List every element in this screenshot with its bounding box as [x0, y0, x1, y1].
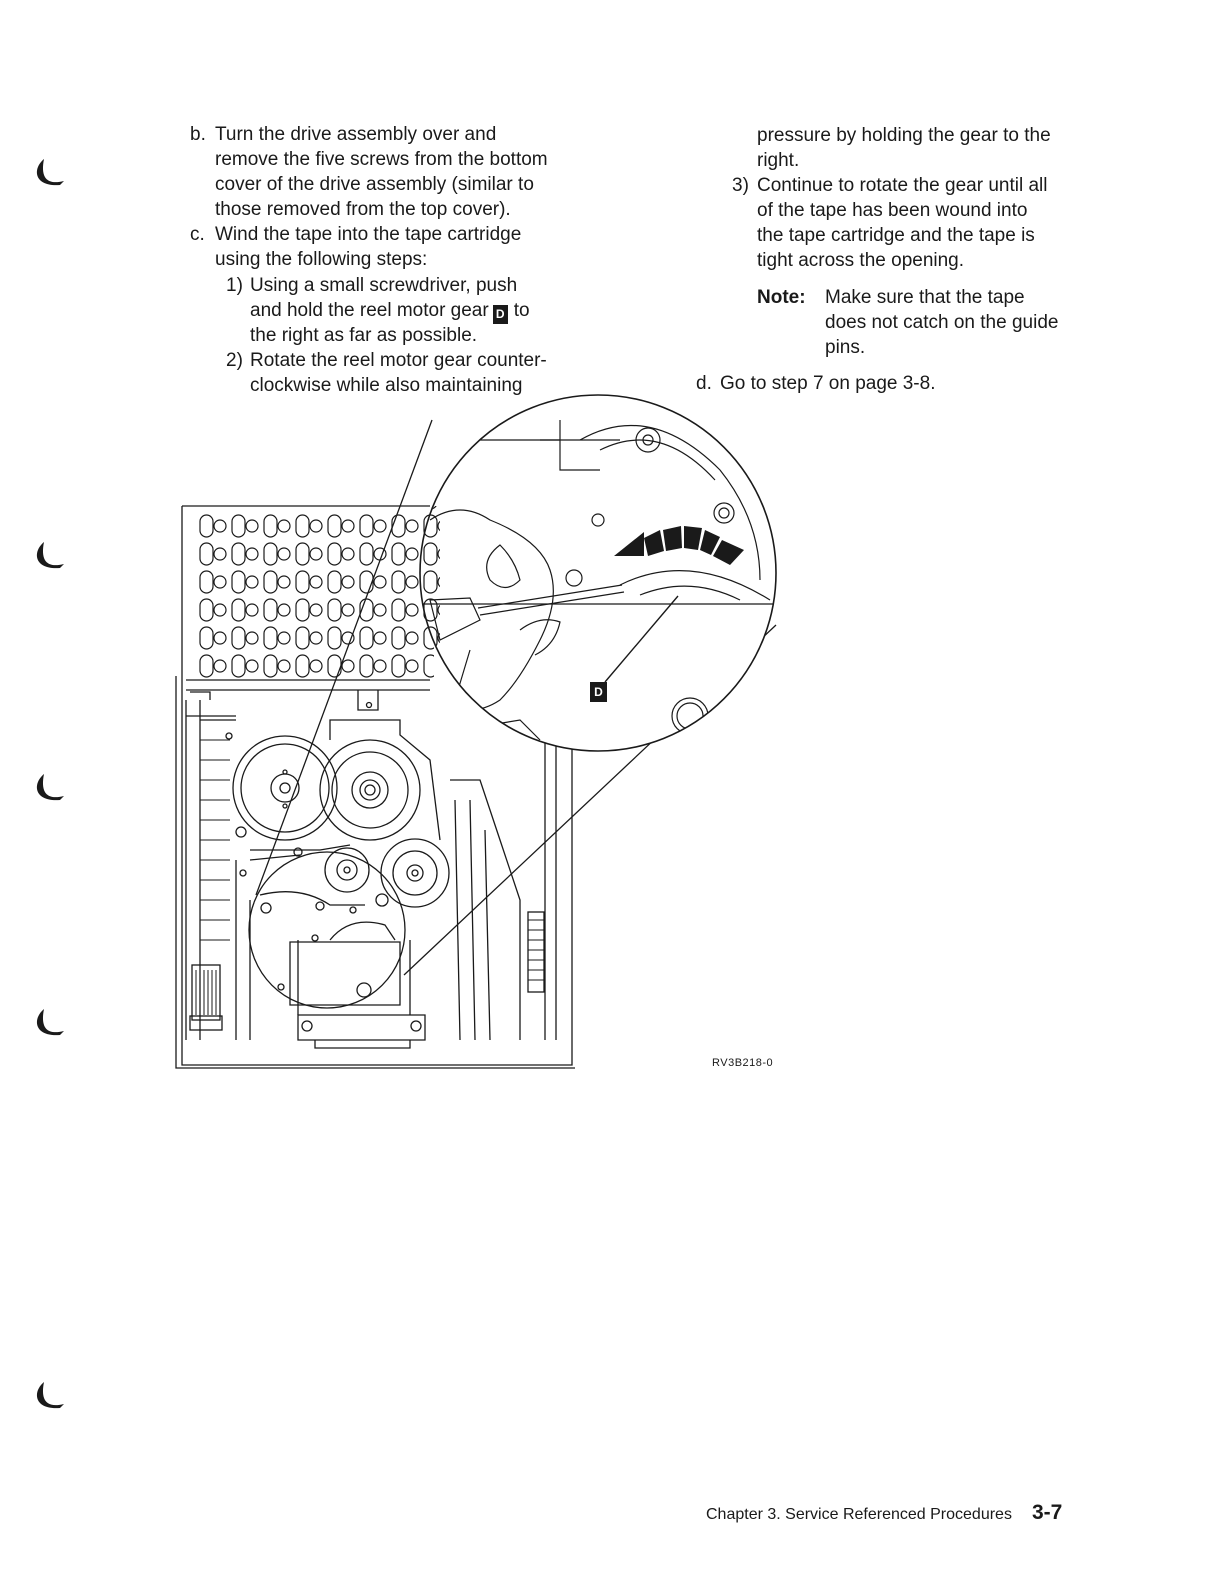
step-text: those removed from the top cover). — [215, 199, 511, 220]
substep-text: the right as far as possible. — [250, 325, 478, 346]
page-number: 3-7 — [1031, 1501, 1063, 1524]
substep-text: Using a small screwdriver, push — [250, 275, 518, 296]
figure-callout-d: D — [594, 685, 603, 699]
substep-marker: 1) — [226, 275, 243, 296]
footer-chapter: Chapter 3. Service Referenced Procedures — [706, 1506, 1012, 1523]
step-text: using the following steps: — [215, 249, 428, 270]
substep-marker: 3) — [732, 175, 749, 196]
substep-text: right. — [757, 150, 800, 171]
binder-mark — [36, 774, 64, 801]
binder-mark — [36, 542, 64, 569]
step-text: cover of the drive assembly (similar to — [215, 174, 534, 195]
substep-text: tight across the opening. — [757, 250, 965, 271]
step-text: Go to step 7 on page 3-8. — [720, 373, 936, 394]
step-text: remove the five screws from the bottom — [215, 149, 548, 170]
note-label: Note: — [757, 287, 806, 308]
substep-text: pressure by holding the gear to the — [757, 125, 1051, 146]
page-footer: Chapter 3. Service Referenced Procedures… — [706, 1500, 1062, 1528]
step-text: Wind the tape into the tape cartridge — [215, 224, 522, 245]
note-text: does not catch on the guide — [825, 312, 1059, 333]
step-marker: b. — [190, 124, 206, 145]
substep-text: of the tape has been wound into — [757, 200, 1028, 221]
step-marker: d. — [696, 373, 712, 394]
binder-mark — [36, 1009, 64, 1036]
callout-key-d: D — [492, 305, 508, 324]
figure-id: RV3B218-0 — [712, 1057, 774, 1069]
substep-text: Rotate the reel motor gear counter- — [250, 350, 547, 371]
substep-marker: 2) — [226, 350, 243, 371]
substep-text: the tape cartridge and the tape is — [757, 225, 1035, 246]
step-text: Turn the drive assembly over and — [215, 124, 497, 145]
substep-text: clockwise while also maintaining — [250, 375, 523, 396]
substep-text: Continue to rotate the gear until all — [757, 175, 1048, 196]
note-text: Make sure that the tape — [825, 287, 1025, 308]
binder-mark — [36, 1382, 64, 1409]
note-text: pins. — [825, 337, 866, 358]
binder-mark — [36, 159, 64, 186]
step-marker: c. — [190, 224, 205, 245]
